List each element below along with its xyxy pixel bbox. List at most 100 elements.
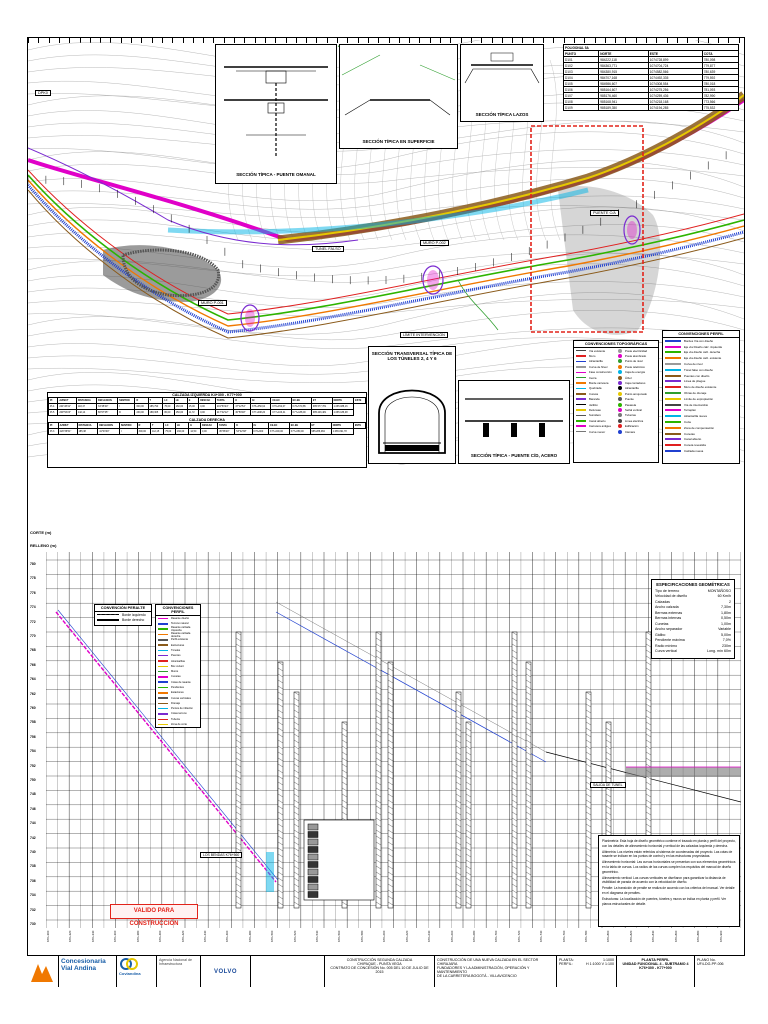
column-hatch — [235, 721, 242, 726]
column-hatch — [277, 853, 284, 858]
column-hatch — [235, 871, 242, 876]
tunnel-drawing — [378, 389, 446, 454]
column-hatch — [387, 853, 394, 858]
column-hatch — [511, 871, 518, 876]
station-label: K76+340 — [90, 930, 95, 942]
column-hatch — [585, 697, 592, 702]
legend-swatch — [576, 371, 586, 373]
station-label: K76+600 — [382, 930, 387, 942]
ruler-tick — [563, 38, 565, 43]
legend-swatch — [576, 355, 586, 357]
column-hatch — [387, 715, 394, 720]
spec-label: Ancho separador — [655, 627, 683, 632]
ruler-tick — [522, 38, 524, 43]
column-hatch — [511, 757, 518, 762]
column-hatch — [277, 877, 284, 882]
spec-value: 1,00m — [721, 621, 731, 626]
legend-item: Vía de intercambio — [663, 402, 739, 408]
column-hatch — [511, 649, 518, 654]
column-hatch — [455, 727, 462, 732]
titleblock-text: K76+300 - K77+000 — [639, 966, 672, 970]
column-hatch — [293, 751, 300, 756]
station-label: K76+860 — [673, 930, 678, 942]
section-caption: SECCIÓN TÍPICA - PUENTE OMANAL — [236, 172, 316, 177]
legend-item: Calzada nueva — [663, 448, 739, 454]
legend-label: Estaciones — [171, 691, 184, 695]
column-hatch — [645, 823, 652, 828]
peralte-title: CONVENCIÓN PERALTE — [95, 605, 151, 612]
ruler-tick — [100, 38, 102, 43]
legend-item: Rasante calzada derecha — [156, 632, 200, 638]
column-hatch — [387, 745, 394, 750]
column-hatch — [235, 751, 242, 756]
column-hatch — [525, 877, 532, 882]
section-caption: SECCIÓN TÍPICA - PUENTE C/D, ACERO — [470, 453, 558, 458]
column-hatch — [235, 889, 242, 894]
column-hatch — [293, 829, 300, 834]
column-hatch — [341, 901, 348, 906]
note-paragraph: Peralte: La transición de peralte se rea… — [602, 886, 735, 895]
column-hatch — [511, 733, 518, 738]
column-hatch — [645, 781, 652, 786]
column-hatch — [645, 751, 652, 756]
legend-label: Puentes — [171, 654, 181, 658]
column-hatch — [293, 805, 300, 810]
legend-symbol-icon — [618, 375, 622, 380]
column-hatch — [387, 805, 394, 810]
elevation-label: 772 — [30, 619, 36, 624]
column-hatch — [235, 685, 242, 690]
column-hatch — [585, 733, 592, 738]
column-hatch — [387, 703, 394, 708]
grade-line-mid — [275, 611, 547, 763]
column-hatch — [375, 685, 382, 690]
soil-layer — [307, 846, 319, 853]
legend-item: Alcantarilla — [574, 359, 616, 364]
legend-item: Rasante calzada izquierda — [156, 626, 200, 632]
column-hatch — [387, 793, 394, 798]
station-label: K76+680 — [471, 930, 476, 942]
spec-label: Bermas externas — [655, 610, 683, 615]
peralte-item: Borde izquierdo — [95, 612, 151, 617]
column-hatch — [645, 643, 652, 648]
column-hatch — [341, 775, 348, 780]
column-hatch — [455, 823, 462, 828]
column-hatch — [235, 823, 242, 828]
cell: 45°38'20" — [217, 428, 236, 435]
legend-label: Túneles — [171, 648, 181, 652]
station-label: K76+760 — [561, 930, 566, 942]
column-hatch — [605, 799, 612, 804]
station-label: K76+420 — [180, 930, 185, 942]
column-hatch — [585, 769, 592, 774]
elevation-label: 734 — [30, 893, 36, 898]
top-ruler — [28, 38, 744, 43]
road-green-lower — [28, 174, 744, 321]
legend-swatch — [576, 387, 586, 390]
column-hatch — [387, 811, 394, 816]
ruler-tick — [69, 38, 71, 43]
soil-layer — [307, 876, 319, 883]
column-hatch — [235, 901, 242, 906]
column-hatch — [645, 739, 652, 744]
column-hatch — [293, 769, 300, 774]
column-hatch — [375, 715, 382, 720]
specs-title: ESPECIFICACIONES GEOMÉTRICAS — [656, 582, 730, 587]
column-hatch — [277, 781, 284, 786]
elevation-label: 732 — [30, 907, 36, 912]
column-hatch — [375, 727, 382, 732]
column-hatch — [525, 691, 532, 696]
column-hatch — [585, 895, 592, 900]
column-hatch — [235, 883, 242, 888]
column-hatch — [375, 655, 382, 660]
column-hatch — [465, 805, 472, 810]
column-hatch — [375, 775, 382, 780]
curves-right-title: CALZADA DERECHA — [188, 418, 225, 422]
column-hatch — [645, 805, 652, 810]
column-hatch — [605, 733, 612, 738]
column-hatch — [375, 709, 382, 714]
legend-item: Estructuras — [156, 642, 200, 647]
legend-label: Estructuras — [171, 643, 185, 647]
column-hatch — [277, 757, 284, 762]
